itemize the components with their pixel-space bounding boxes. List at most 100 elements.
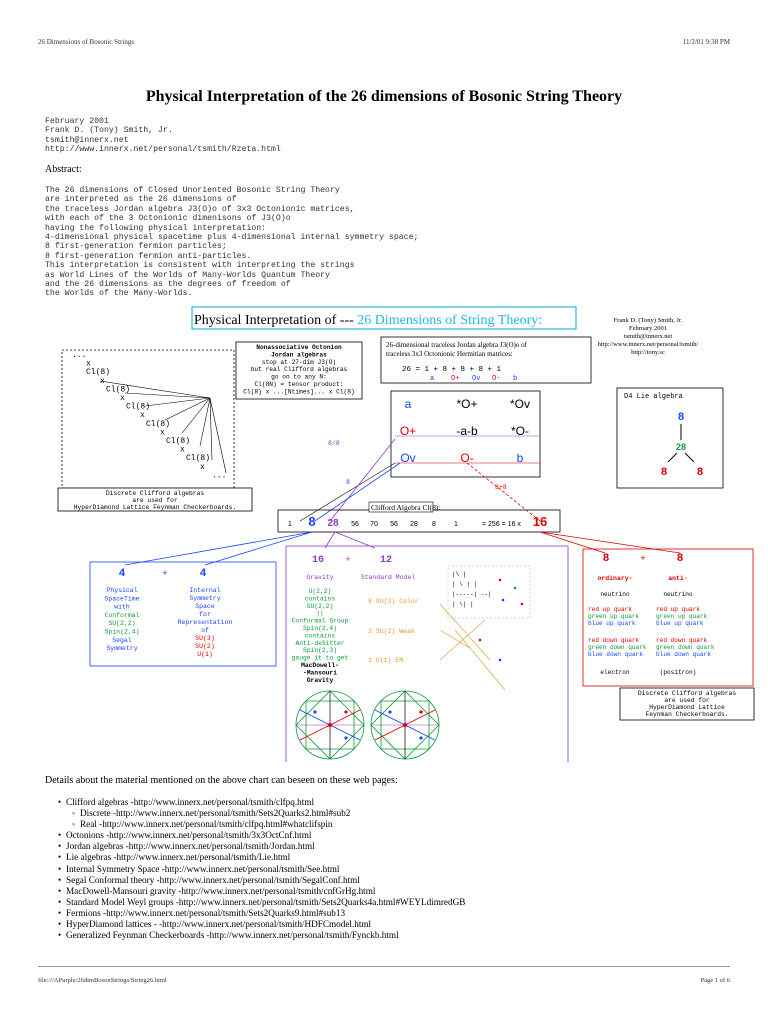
abstract-line: and the 26 dimensions as the degrees of …	[45, 280, 291, 290]
nonassoc-line: go on to any N:	[271, 374, 327, 381]
link-item[interactable]: Internal Symmetry Space -http://www.inne…	[58, 864, 465, 875]
link-item[interactable]: Octonions -http://www.innerx.net/persona…	[58, 830, 465, 841]
clifford-grade: 70	[370, 521, 378, 528]
gauge-box	[285, 545, 569, 762]
svg-text:February 2001: February 2001	[629, 325, 667, 332]
gravity-line: contains	[305, 632, 335, 639]
abstract-body: The 26 dimensions of Closed Unoriented B…	[45, 186, 418, 299]
internal-line: Space	[195, 603, 215, 610]
print-header-date: 11/2/01 9:38 PM	[682, 38, 730, 46]
svg-text:HyperDiamond Lattice Feynman C: HyperDiamond Lattice Feynman Checkerboar…	[74, 504, 237, 511]
d4-node-left: 8	[661, 466, 667, 478]
svg-text:b: b	[513, 375, 517, 383]
abstract-line: having the following physical interpreta…	[45, 223, 267, 233]
clifford-grade: 8	[308, 514, 315, 529]
antiparticle-line: blue up quark	[656, 620, 704, 627]
clifford-grade: 28	[327, 518, 339, 529]
spacetime-line: Spin(2,4)	[104, 629, 139, 636]
svg-text:Feynman Checkerboards.: Feynman Checkerboards.	[645, 711, 728, 718]
gravity-count: 16	[312, 555, 324, 566]
label-8-8: 8/8	[328, 440, 340, 447]
cl-stack-item: ...	[72, 351, 86, 360]
discrete-right-box	[619, 687, 755, 721]
link-item[interactable]: Generalized Feynman Checkerboards -http:…	[58, 930, 465, 941]
matrix-cell: O-	[460, 451, 473, 465]
internal-line: SU(3)	[195, 635, 215, 642]
discrete-left-box	[57, 487, 253, 512]
svg-text:Frank D. (Tony) Smith, Jr.: Frank D. (Tony) Smith, Jr.	[614, 317, 683, 324]
label-8-plus-8: 8+8	[495, 484, 507, 491]
particle-line: green down quark	[588, 644, 647, 651]
matrix-cell: Ov	[400, 451, 415, 465]
fermion-plus: +	[640, 554, 645, 564]
cl-stack-fan	[99, 380, 227, 474]
internal-line: Internal	[189, 587, 220, 594]
d4-node-mid: 28	[676, 442, 686, 452]
spacetime-line: SU(2,2)	[108, 620, 135, 627]
nonassoc-line: but real Clifford algebras	[251, 366, 348, 373]
sm-count: 12	[380, 555, 392, 566]
link-item[interactable]: Discrete -http://www.innerx.net/personal…	[72, 808, 465, 819]
sm-line: 3 SU(2) Weak	[368, 628, 415, 635]
sm-head: Standard Model	[361, 574, 416, 581]
svg-text:| \| |: | \| |	[452, 601, 474, 608]
ordinary-head: ordinary-	[597, 575, 632, 582]
meta-url[interactable]: http://www.innerx.net/personal/tsmith/Rz…	[45, 145, 281, 155]
link-item[interactable]: Standard Model Weyl groups -http://www.i…	[58, 897, 465, 908]
nonassoc-box	[235, 341, 363, 400]
clifford-grade: 16	[533, 514, 547, 529]
spacetime-content: 4+4PhysicalSpaceTimewithConformalSU(2,2)…	[104, 568, 232, 658]
clifford-grade: 28	[410, 521, 418, 528]
link-item[interactable]: Clifford algebras -http://www.innerx.net…	[58, 797, 465, 808]
spacetime-line: Physical	[106, 587, 137, 594]
spacetime-line: Segal	[112, 637, 132, 644]
gravity-line: SU(2,2)	[307, 603, 333, 610]
discrete-right-text: Discrete Clifford algebras are used for …	[638, 690, 736, 718]
cl-stack-item: Cl(8)	[166, 437, 190, 446]
page-title: Physical Interpretation of the 26 dimens…	[145, 88, 623, 105]
svg-text:O+: O+	[451, 375, 459, 383]
cl-stack-item: Cl(8)	[126, 403, 150, 412]
cl-stack-item: Cl(8)	[146, 420, 170, 429]
link-item[interactable]: Lie algebras -http://www.innerx.net/pers…	[58, 852, 465, 863]
spacetime-line: SpaceTime	[104, 595, 139, 602]
cl-stack-item: Cl(8)	[86, 368, 110, 377]
meta-email[interactable]: tsmith@innerx.net	[45, 135, 129, 145]
meta-author: Frank D. (Tony) Smith, Jr.	[45, 126, 173, 136]
cl-stack-item: ...	[212, 471, 226, 480]
nonassoc-line: Cl(8N) = tensor product:	[254, 381, 343, 388]
clifford-title: Clifford Algebra Cl(8):	[371, 503, 440, 512]
svg-text:| \ | |: | \ | |	[452, 581, 477, 588]
polytope-left	[295, 690, 365, 760]
matrix-cell: *O+	[456, 397, 477, 411]
internal-line: of	[201, 627, 209, 634]
abstract-line: 8 first-generation fermion anti-particle…	[45, 251, 252, 261]
link-item[interactable]: MacDowell-Mansouri gravity -http://www.i…	[58, 886, 465, 897]
figure-title-box	[191, 306, 577, 330]
abstract-line: are interpreted as the 26 dimensions of	[45, 195, 237, 205]
matrix-cell: -a-b	[456, 424, 478, 438]
link-item[interactable]: Jordan algebras -http://www.innerx.net/p…	[58, 841, 465, 852]
link-item[interactable]: Segal Conformal theory -http://www.inner…	[58, 875, 465, 886]
abstract-line: 4-dimensional physical spacetime plus 4-…	[45, 233, 419, 243]
anti-head: anti-	[668, 575, 688, 582]
clifford-grade: 1	[454, 521, 458, 528]
gravity-line: Spin(2,4)	[303, 625, 337, 632]
abstract-line: as World Lines of the Worlds of Many-Wor…	[45, 270, 330, 280]
cl-stack-item: x	[140, 411, 145, 420]
svg-text:http://tony.sc: http://tony.sc	[631, 349, 665, 356]
gravity-line: Conformal Group	[292, 618, 349, 625]
meta-block: February 2001 Frank D. (Tony) Smith, Jr.…	[45, 117, 281, 155]
link-item[interactable]: HyperDiamond lattices - -http://www.inne…	[58, 919, 465, 930]
clifford-grade: 56	[351, 521, 359, 528]
weyl-diagram: |\ | | \ | | |-----| --| | \| |	[439, 565, 531, 691]
link-item[interactable]: Real -http://www.innerx.net/personal/tsm…	[72, 819, 465, 830]
gravity-line: Gravity	[307, 677, 334, 684]
nonassoc-line: Jordan algebras	[271, 351, 327, 358]
link-item[interactable]: Fermions -http://www.innerx.net/personal…	[58, 908, 465, 919]
jordan-title-2: traceless 3x3 Octonionic Hermitian matri…	[386, 350, 513, 358]
particle-line: green up quark	[588, 613, 640, 620]
clifford-grade: = 256 = 16 x	[482, 521, 521, 528]
